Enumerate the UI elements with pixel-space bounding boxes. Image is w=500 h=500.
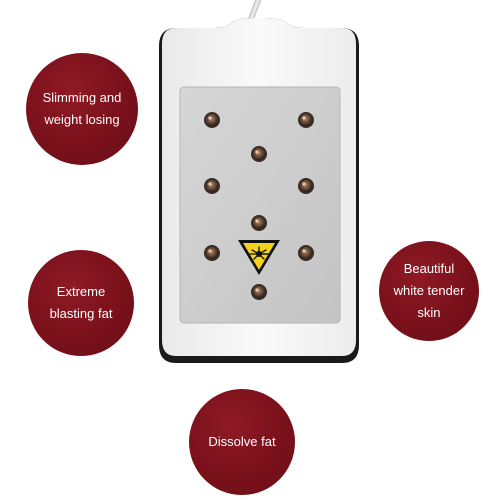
laser-lens	[204, 112, 220, 128]
laser-warning-icon	[238, 240, 280, 275]
feature-badge-slimming: Slimming and weight losing	[26, 53, 138, 165]
feature-badge-dissolve-fat: Dissolve fat	[189, 389, 295, 495]
laser-lens-array	[204, 112, 314, 300]
laser-lens	[204, 178, 220, 194]
laser-lens	[298, 178, 314, 194]
laser-pad-device	[154, 18, 364, 363]
lens-panel	[179, 86, 341, 324]
laser-lens	[298, 112, 314, 128]
laser-lens	[204, 245, 220, 261]
laser-lens	[251, 146, 267, 162]
feature-badge-skin: Beautiful white tender skin	[379, 241, 479, 341]
feature-badge-fat-blasting: Extreme blasting fat	[28, 250, 134, 356]
laser-lens	[251, 284, 267, 300]
laser-lens	[298, 245, 314, 261]
laser-lens	[251, 215, 267, 231]
feature-badge-text: Extreme blasting fat	[49, 284, 113, 321]
feature-badge-text: Dissolve fat	[208, 434, 276, 449]
feature-badge-text: Slimming and weight losing	[42, 90, 122, 127]
feature-badge-text: Beautiful white tender skin	[393, 261, 465, 320]
